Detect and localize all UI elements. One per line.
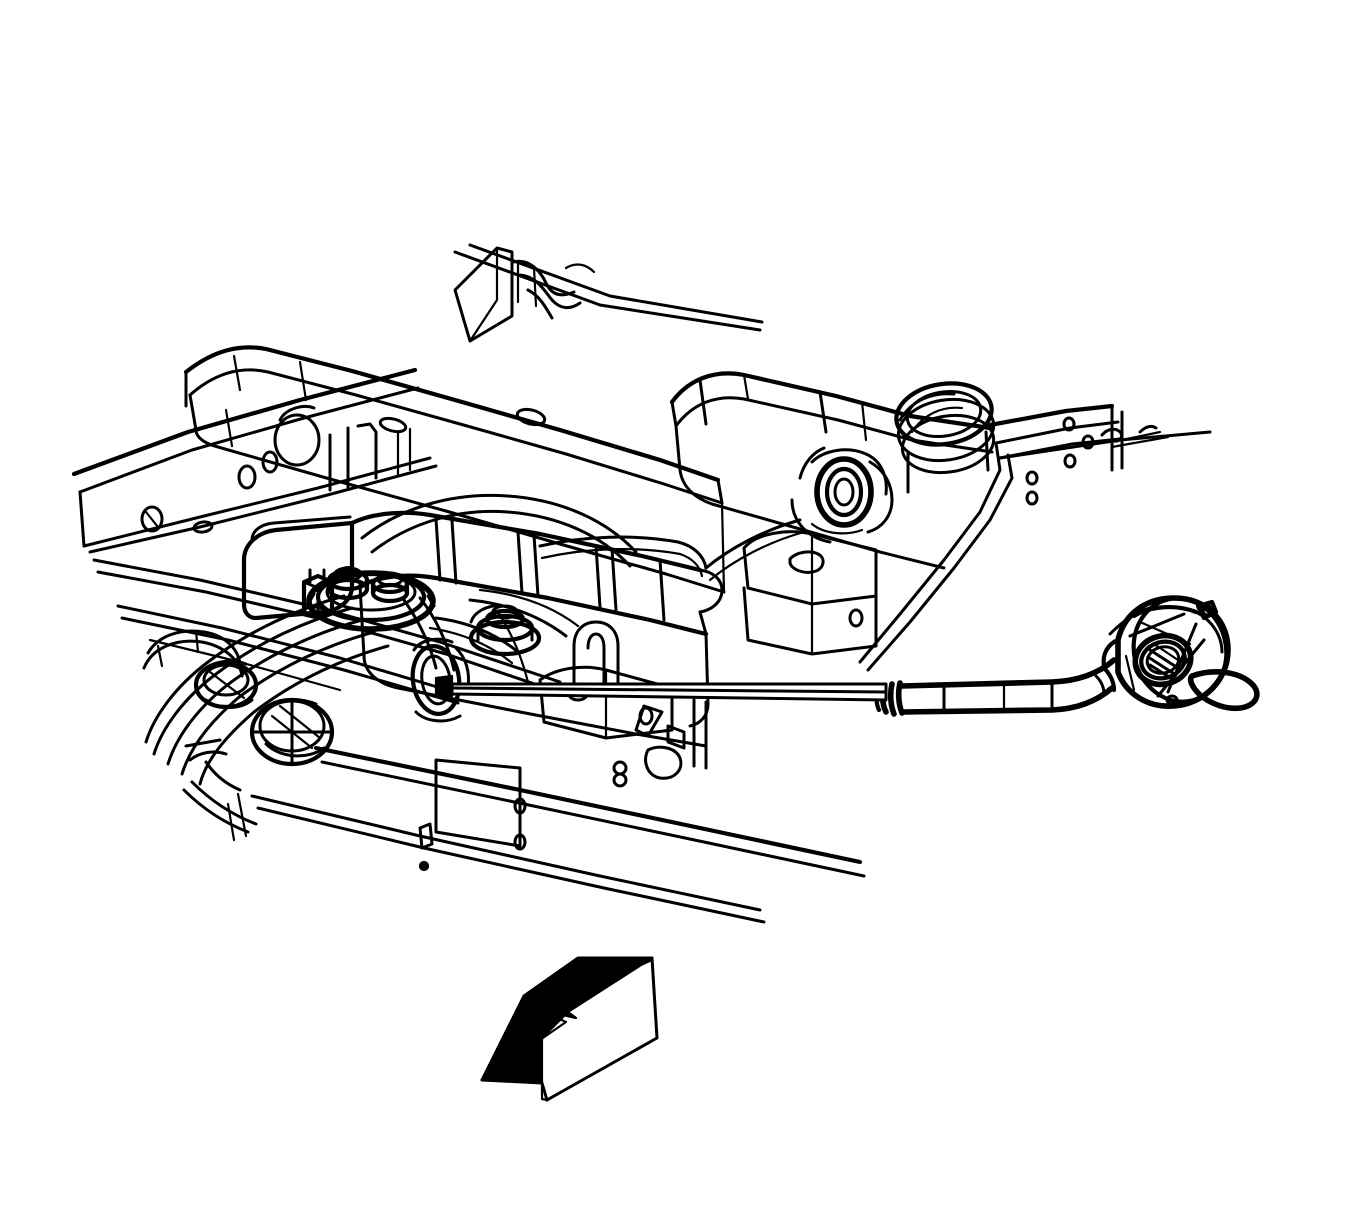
shock-absorber-mount: [790, 446, 894, 544]
direction-arrow: [480, 956, 659, 1102]
fuel-line-u-bracket: [572, 620, 620, 690]
fuel-pump-module: [301, 566, 436, 632]
fuel-module-connector: [301, 566, 360, 621]
wiring-harness-top: [511, 259, 596, 320]
fuel-fill-hose: [450, 657, 1117, 717]
tank-filler-inlet: [410, 637, 470, 723]
frame-structure: [71, 243, 1212, 705]
fuel-line-grommet-upper: [193, 659, 259, 710]
fuel-module-fittings: [326, 566, 410, 604]
shock-mount-bracket: [742, 530, 878, 656]
lower-frame-panel: [182, 698, 866, 924]
fuel-filler-neck: [1101, 595, 1260, 712]
upper-bracket-tab: [453, 246, 514, 343]
frame-rail-left: [71, 367, 438, 554]
fuel-cap-tether: [1187, 669, 1260, 712]
frame-rail-right: [858, 403, 1212, 672]
fuel-and-evap-lines: [142, 493, 806, 786]
evap-line-grommet: [249, 697, 335, 767]
fuel-line-hump: [142, 629, 244, 678]
coil-spring-seat: [894, 381, 996, 494]
frame-kickup-box: [669, 371, 994, 570]
